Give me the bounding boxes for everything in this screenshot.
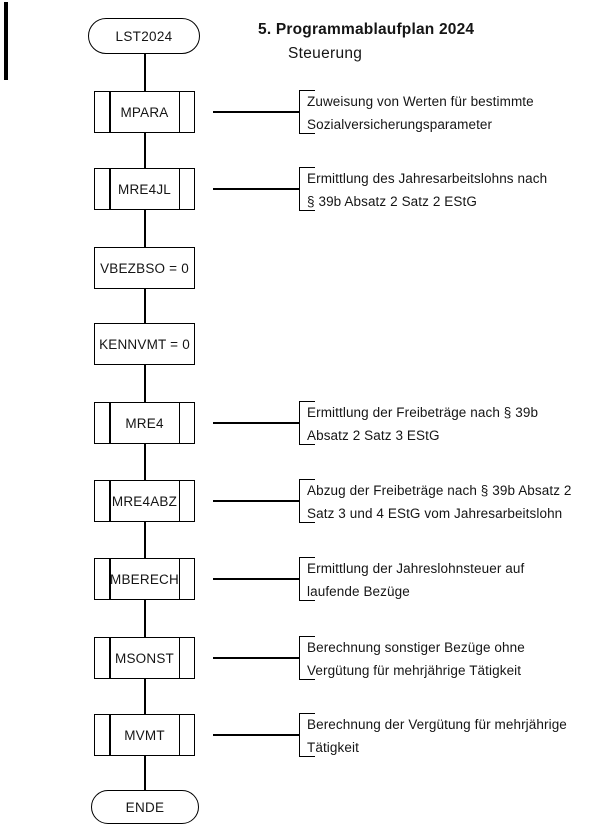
annotation-line-2: Absatz 2 Satz 3 EStG — [307, 427, 440, 443]
annotation-bracket — [299, 557, 315, 601]
flow-node-kennvmt: KENNVMT = 0 — [94, 323, 195, 365]
annotation-text: Berechnung der Vergütung für mehrjährige… — [307, 714, 567, 759]
flow-node-label: MPARA — [120, 104, 169, 120]
margin-change-bar — [4, 2, 8, 80]
annotation-text: Zuweisung von Werten für bestimmte Sozia… — [307, 91, 534, 136]
flow-node-label: VBEZBSO = 0 — [100, 260, 189, 276]
annotation-bracket — [299, 167, 315, 211]
flow-node-mberech: MBERECH — [94, 558, 195, 600]
flow-node-label: MRE4ABZ — [111, 493, 178, 509]
annotation-connector — [213, 500, 299, 502]
annotation-line-1: Ermittlung des Jahresarbeitslohns nach — [307, 171, 548, 186]
flow-node-label: MRE4 — [125, 415, 164, 431]
flow-node-label: KENNVMT = 0 — [99, 336, 190, 352]
flow-node-mpara: MPARA — [94, 91, 195, 133]
annotation-connector — [213, 422, 299, 424]
annotation-bracket — [299, 636, 315, 680]
annotation-line-2: Sozialversicherungsparameter — [307, 116, 493, 132]
annotation-text: Abzug der Freibeträge nach § 39b Absatz … — [307, 480, 572, 525]
annotation-line-2: Satz 3 und 4 EStG vom Jahresarbeitslohn — [307, 505, 563, 521]
end-terminator: ENDE — [91, 790, 199, 824]
flow-node-mvmt: MVMT — [94, 714, 195, 756]
annotation-connector — [213, 657, 299, 659]
flow-node-msonst: MSONST — [94, 637, 195, 679]
start-terminator: LST2024 — [88, 18, 200, 54]
flow-node-mre4abz: MRE4ABZ — [94, 480, 195, 522]
annotation-connector — [213, 734, 299, 736]
annotation-text: Ermittlung des Jahresarbeitslohns nach §… — [307, 168, 547, 213]
page-subtitle: Steuerung — [288, 45, 363, 62]
flow-node-label: MSONST — [115, 650, 174, 666]
annotation-bracket — [299, 90, 315, 134]
start-terminator-label: LST2024 — [115, 28, 173, 44]
annotation-line-2: § 39b Absatz 2 Satz 2 EStG — [307, 193, 477, 209]
annotation-bracket — [299, 713, 315, 757]
annotation-text: Berechnung sonstiger Bezüge ohne Vergütu… — [307, 637, 525, 682]
flow-node-mre4: MRE4 — [94, 402, 195, 444]
flow-node-label: MBERECH — [110, 571, 179, 587]
flow-node-label: MVMT — [124, 727, 165, 743]
annotation-line-1: Ermittlung der Freibeträge nach § 39b — [307, 405, 539, 420]
annotation-line-1: Ermittlung der Jahreslohnsteuer auf — [307, 561, 525, 576]
flow-node-vbezbso: VBEZBSO = 0 — [94, 247, 195, 289]
annotation-line-2: laufende Bezüge — [307, 583, 410, 599]
annotation-line-1: Abzug der Freibeträge nach § 39b Absatz … — [307, 483, 572, 498]
end-terminator-label: ENDE — [125, 799, 165, 815]
annotation-bracket — [299, 479, 315, 523]
annotation-line-1: Berechnung sonstiger Bezüge ohne — [307, 640, 525, 655]
annotation-line-1: Berechnung der Vergütung für mehrjährige — [307, 717, 567, 732]
flow-node-mre4jl: MRE4JL — [94, 168, 195, 210]
annotation-connector — [213, 111, 299, 113]
flow-node-label: MRE4JL — [118, 181, 171, 197]
annotation-line-1: Zuweisung von Werten für bestimmte — [307, 94, 534, 109]
annotation-line-2: Tätigkeit — [307, 739, 359, 755]
annotation-text: Ermittlung der Jahreslohnsteuer auf lauf… — [307, 558, 524, 603]
annotation-connector — [213, 188, 299, 190]
annotation-text: Ermittlung der Freibeträge nach § 39b Ab… — [307, 402, 538, 447]
annotation-bracket — [299, 401, 315, 445]
annotation-connector — [213, 578, 299, 580]
annotation-line-2: Vergütung für mehrjährige Tätigkeit — [307, 662, 522, 678]
page-title: 5. Programmablaufplan 2024 — [258, 21, 475, 38]
